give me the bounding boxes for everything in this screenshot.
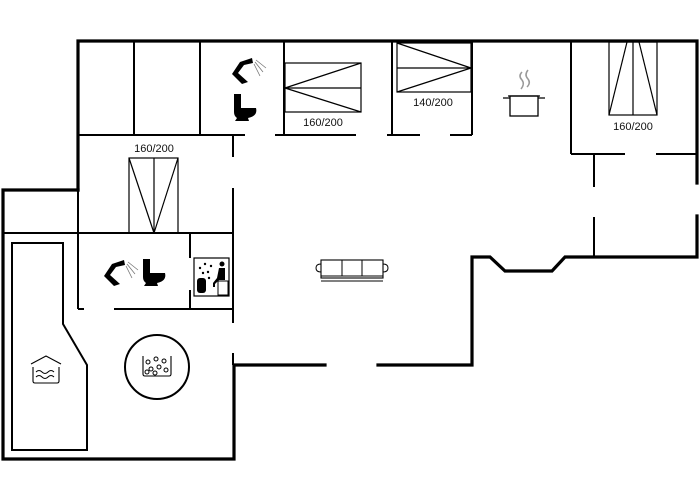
shower-icon (232, 58, 267, 84)
jacuzzi (124, 334, 190, 400)
outer-walls (1, 39, 699, 461)
jacuzzi-icon (142, 356, 172, 377)
bed-160-200-top: 160/200 (284, 62, 362, 129)
bed-160-200-left: 160/200 (128, 143, 179, 234)
pool (11, 242, 88, 451)
bed-size-label: 140/200 (413, 97, 453, 109)
bed-size-label: 160/200 (613, 121, 653, 133)
toilet-icon (234, 94, 257, 121)
pool-icon (30, 355, 62, 384)
toilet-icon (143, 259, 166, 286)
bed-140-200: 140/200 (396, 42, 472, 109)
shower-icon (104, 260, 139, 286)
sauna-icon (193, 257, 230, 297)
interior-walls (3, 41, 697, 365)
bed-size-label: 160/200 (303, 117, 343, 129)
sofa-icon (315, 259, 389, 282)
bed-160-200-right: 160/200 (608, 41, 658, 133)
bed-size-label: 160/200 (134, 143, 174, 155)
cooking-pot-icon (503, 69, 545, 117)
